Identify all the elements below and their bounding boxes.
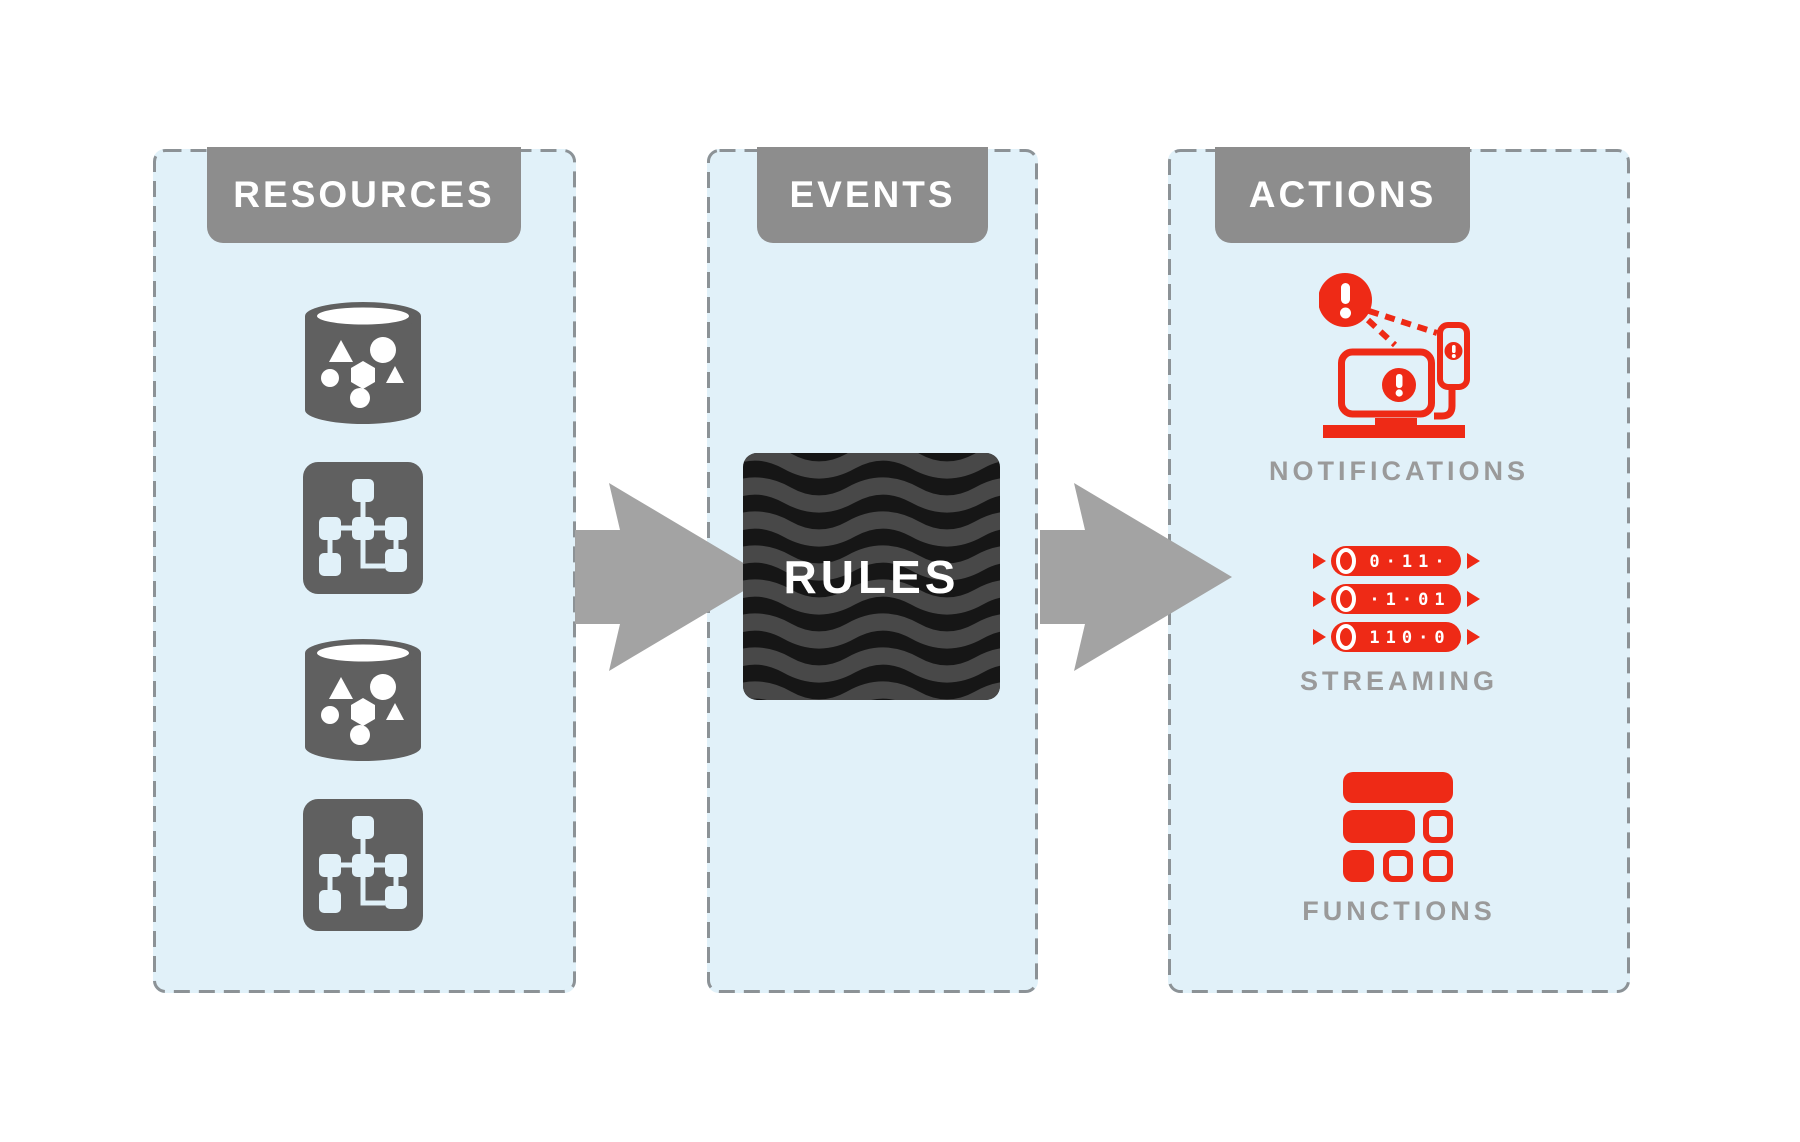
streaming-bits-row: 110·0 xyxy=(1369,628,1450,648)
events-header-label: EVENTS xyxy=(789,174,956,215)
events-header: EVENTS xyxy=(757,147,988,243)
notifications-alert-devices-icon xyxy=(1319,273,1470,438)
flowchart-icon xyxy=(303,462,423,594)
streaming-data-icon: 0·11· ·1·01 110·0 xyxy=(1313,546,1480,652)
rules-label: RULES xyxy=(783,550,960,603)
resources-header-label: RESOURCES xyxy=(233,174,495,215)
streaming-label: STREAMING xyxy=(1300,666,1498,696)
flow-arrow-right-icon xyxy=(1040,483,1232,671)
resources-header: RESOURCES xyxy=(207,147,521,243)
flowchart-icon xyxy=(303,799,423,931)
notifications-label: NOTIFICATIONS xyxy=(1269,456,1529,486)
rules-box: RULES xyxy=(743,453,1000,700)
streaming-bits-row: 0·11· xyxy=(1369,552,1450,572)
streaming-bits-row: ·1·01 xyxy=(1369,590,1450,610)
database-icon xyxy=(305,639,421,761)
functions-label: FUNCTIONS xyxy=(1302,896,1496,926)
functions-blocks-icon xyxy=(1343,772,1453,882)
actions-header: ACTIONS xyxy=(1215,147,1470,243)
actions-header-label: ACTIONS xyxy=(1248,174,1437,215)
flow-arrow-right-icon xyxy=(575,483,767,671)
database-icon xyxy=(305,302,421,424)
